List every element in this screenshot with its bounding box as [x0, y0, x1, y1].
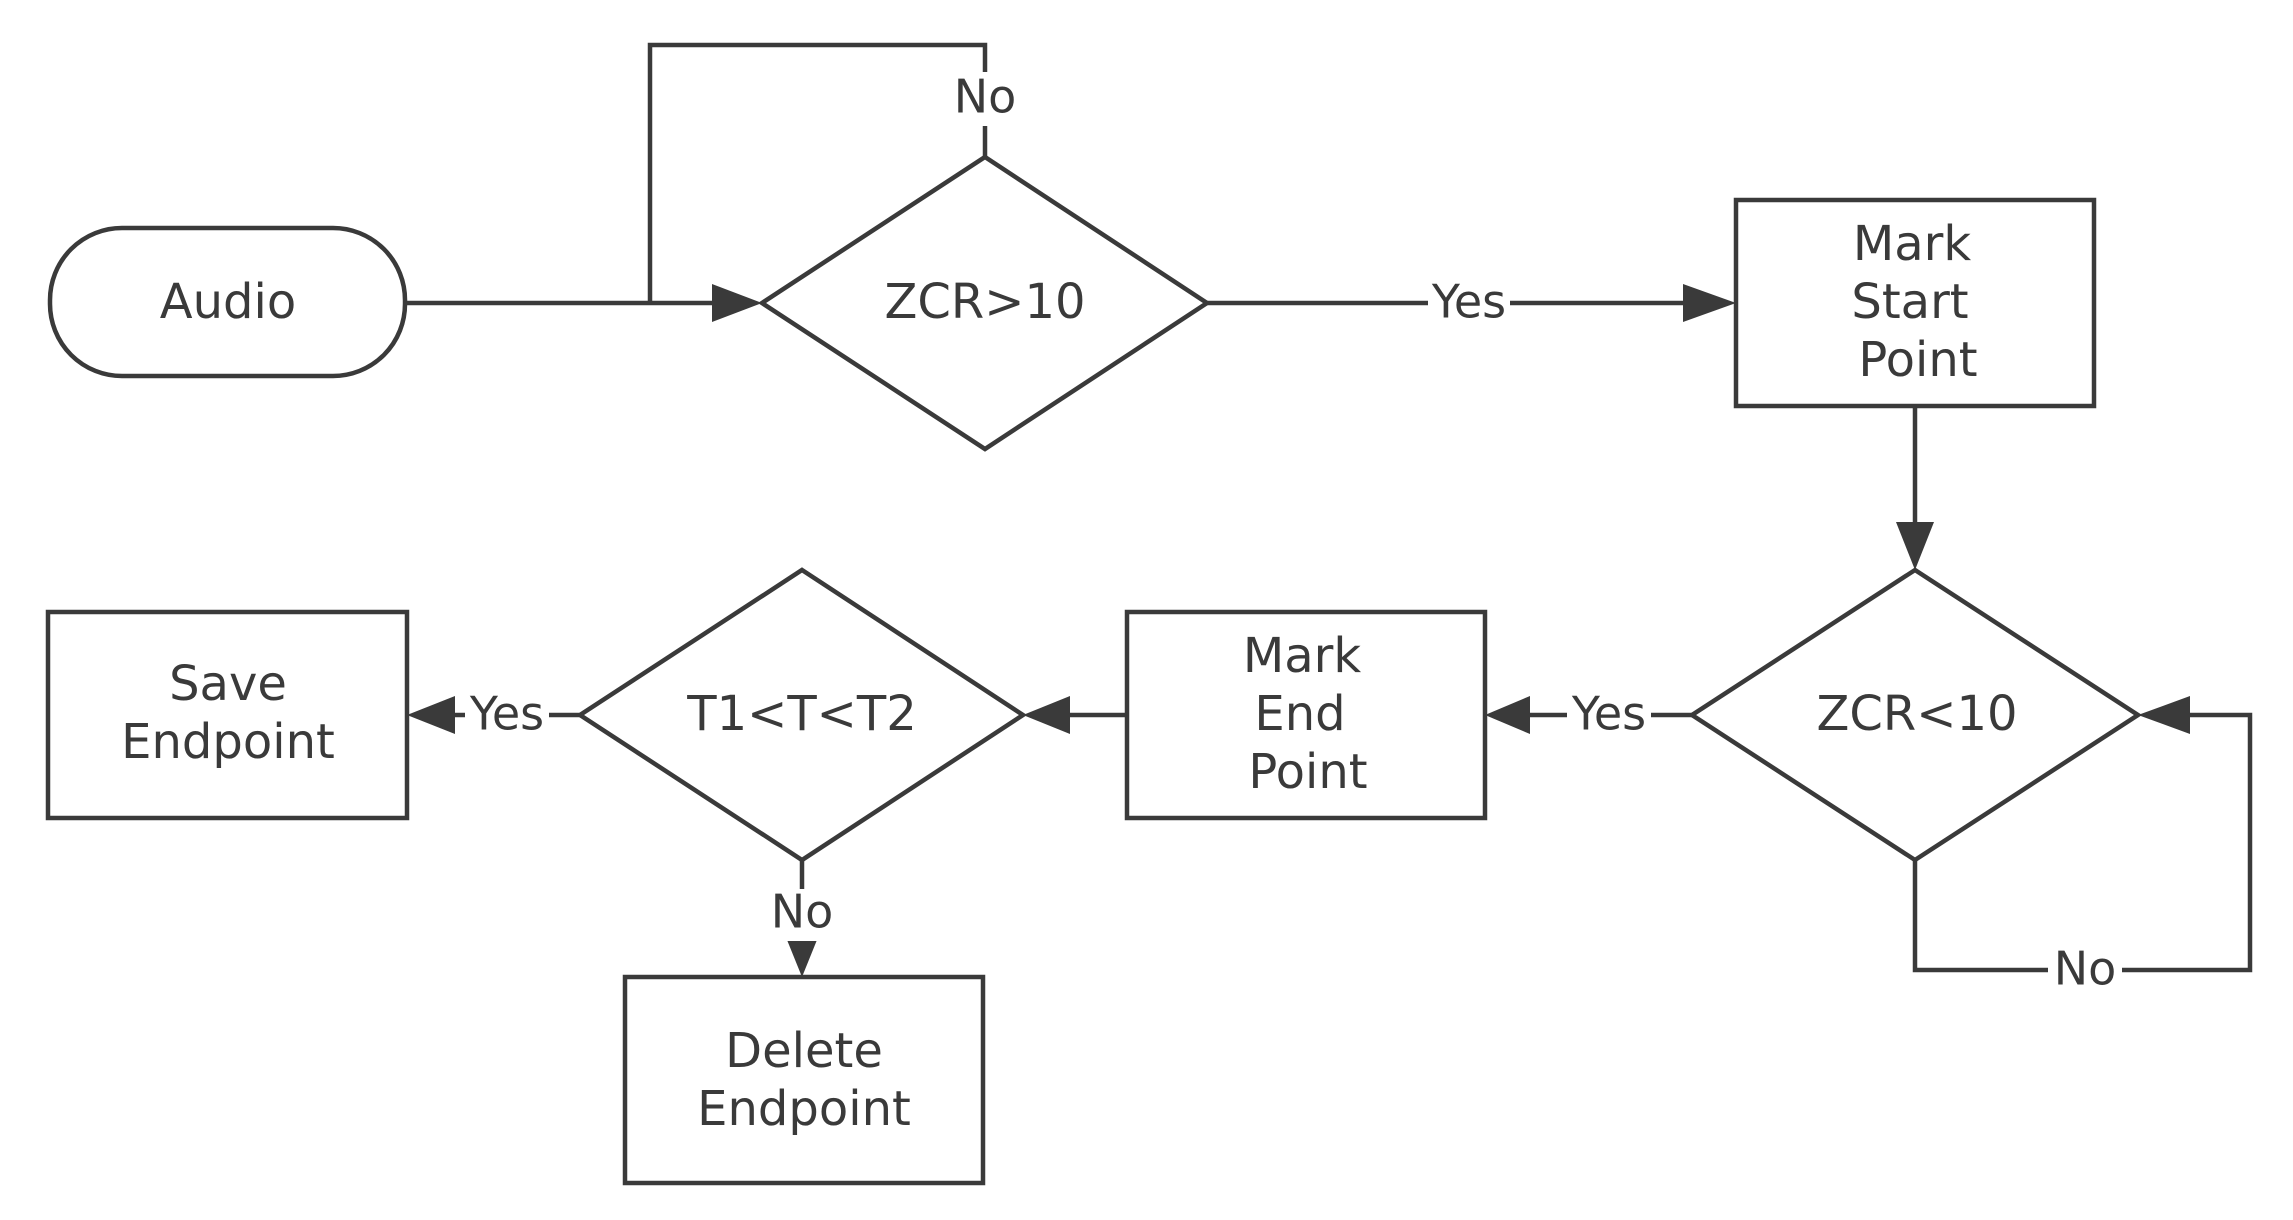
- arrowhead: [2138, 696, 2190, 734]
- node-mark-end-point: [1124, 609, 1488, 821]
- arrowhead: [1485, 696, 1530, 734]
- node-t-range-label: T1<T<T2: [686, 686, 916, 742]
- node-zcr-gt-10-label: ZCR>10: [884, 274, 1085, 330]
- label-backing: [1567, 690, 1651, 742]
- label-backing: [2048, 944, 2122, 996]
- node-save-endpoint: [45, 609, 410, 821]
- node-save-line-1: Save: [169, 656, 287, 712]
- label-backing: [1428, 278, 1510, 330]
- node-mark-end-line-2: End: [1254, 686, 1345, 742]
- node-save-line-2: Endpoint: [121, 714, 335, 770]
- arrowhead: [407, 696, 455, 734]
- node-zcr-lt-10: [1687, 567, 2143, 863]
- edge-label-t-range-yes: Yes: [469, 687, 544, 741]
- node-audio: [47, 225, 408, 379]
- node-mark-end-line-1: Mark: [1243, 628, 1362, 684]
- edge-label-zcr-lt-no: No: [2054, 942, 2117, 996]
- arrowhead: [1683, 284, 1736, 322]
- node-t-range: [575, 567, 1028, 863]
- arrowhead: [1023, 696, 1070, 734]
- node-mark-start-line-3: Point: [1858, 332, 1977, 388]
- node-audio-label: Audio: [160, 274, 296, 330]
- edge-zcr-lt-no-loop: [1912, 712, 2253, 973]
- node-mark-end-line-3: Point: [1248, 744, 1367, 800]
- node-delete-line-2: Endpoint: [697, 1081, 911, 1137]
- label-backing: [465, 690, 549, 742]
- edge-label-zcr-lt-yes: Yes: [1571, 687, 1646, 741]
- node-zcr-lt-10-label: ZCR<10: [1816, 686, 2017, 742]
- arrowhead: [1896, 522, 1934, 570]
- edge-label-t-range-no: No: [771, 885, 834, 939]
- arrowhead: [783, 930, 821, 977]
- node-zcr-gt-10: [757, 154, 1212, 452]
- edge-label-zcr-gt-no: No: [954, 70, 1017, 124]
- node-delete-line-1: Delete: [725, 1023, 883, 1079]
- node-mark-start-line-1: Mark: [1853, 216, 1972, 272]
- node-mark-start-line-2: Start: [1851, 274, 1968, 330]
- edge-label-zcr-gt-yes: Yes: [1431, 275, 1506, 329]
- node-mark-start-point: [1733, 197, 2097, 409]
- label-backing: [764, 889, 840, 941]
- arrowhead: [712, 284, 762, 322]
- node-delete-endpoint: [622, 974, 986, 1186]
- label-backing: [948, 72, 1022, 126]
